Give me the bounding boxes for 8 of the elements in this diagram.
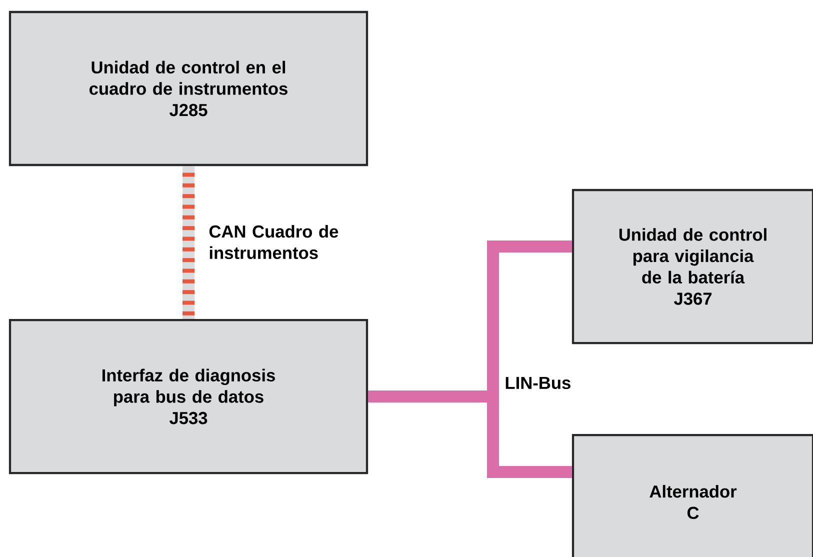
control-unit-box: Unidad de control en el cuadro de instrumentos J285 [8, 10, 368, 166]
control-unit-box: Alternador C [572, 434, 813, 557]
control-unit-box: Interfaz de diagnosis para bus de datos J533 [8, 318, 368, 474]
bus-label: LIN-Bus [506, 376, 570, 390]
control-unit-box: Unidad de control para vigilancia de la batería J367 [572, 188, 813, 344]
edge-label: CAN Cuadro de instrumentos [209, 224, 338, 260]
bus-line [368, 390, 572, 478]
bus-line [182, 166, 194, 319]
